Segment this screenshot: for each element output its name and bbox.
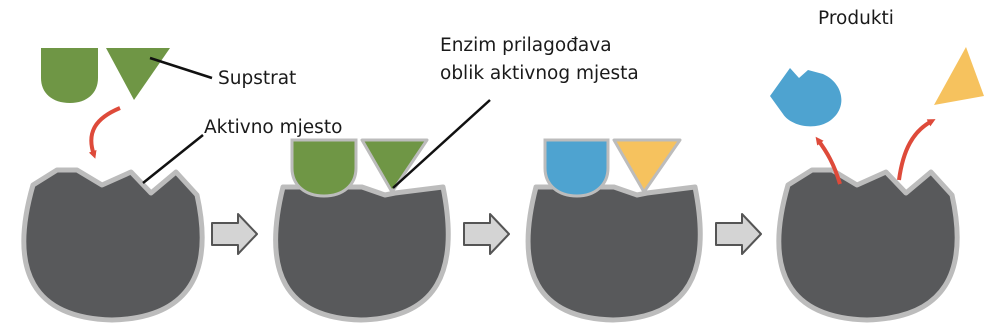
active-site-pointer-line	[142, 134, 204, 184]
release-arrow-right	[897, 119, 936, 181]
product-semicircle	[770, 68, 842, 127]
enzyme-4	[776, 167, 960, 323]
enzyme-2	[273, 184, 451, 323]
enzyme-substrate-complex	[290, 138, 429, 198]
label-induced-fit-line2: oblik aktivnog mjesta	[440, 63, 639, 84]
substrate-approaching	[41, 48, 170, 103]
step-arrow-3	[715, 213, 762, 255]
enzyme-3	[525, 184, 703, 323]
step-arrow-1	[211, 213, 258, 255]
label-active-site: Aktivno mjesto	[204, 117, 343, 138]
label-products: Produkti	[818, 8, 894, 29]
converted-substrate	[543, 138, 682, 198]
product-triangle	[934, 47, 984, 105]
induced-fit-pointer-line	[392, 99, 491, 189]
label-substrate: Supstrat	[218, 68, 297, 89]
label-induced-fit-line1: Enzim prilagođava	[440, 35, 612, 56]
release-arrow-left	[815, 136, 842, 185]
binding-arrow	[88, 106, 121, 159]
enzyme-1	[21, 167, 205, 323]
step-arrow-2	[463, 213, 510, 255]
substrate-pointer-line	[149, 56, 213, 80]
